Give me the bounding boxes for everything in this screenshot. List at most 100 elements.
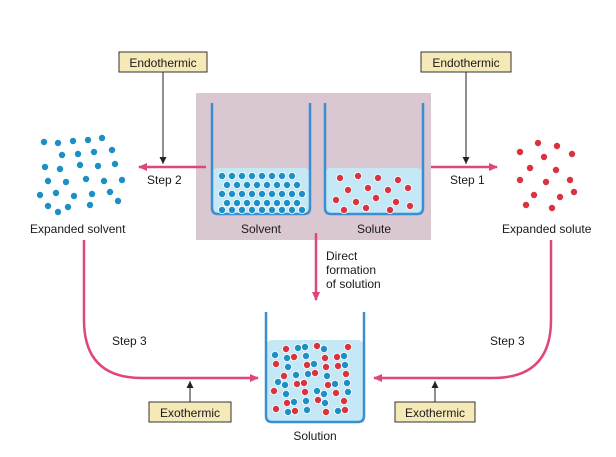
solvent-particle-icon bbox=[343, 387, 352, 396]
expanded-solute-label: Expanded solute bbox=[502, 222, 592, 236]
solvent-particle-icon bbox=[280, 380, 289, 389]
solute-particle-icon bbox=[373, 173, 382, 182]
solvent-particle-icon bbox=[262, 180, 271, 189]
solvent-particle-icon bbox=[70, 191, 79, 200]
solvent-particle-icon bbox=[330, 379, 339, 388]
solute-particle-icon bbox=[568, 149, 577, 158]
solute-particle-icon bbox=[391, 197, 400, 206]
solvent-particle-icon bbox=[114, 196, 123, 205]
solute-particle-icon bbox=[552, 165, 561, 174]
solvent-particle-icon bbox=[301, 396, 310, 405]
solute-particle-icon bbox=[323, 380, 332, 389]
solute-particle-icon bbox=[333, 361, 342, 370]
pure-components-panel bbox=[196, 93, 431, 240]
solvent-particle-icon bbox=[257, 205, 266, 214]
solvent-particle-icon bbox=[293, 343, 302, 352]
solute-particle-icon bbox=[332, 352, 341, 361]
solvent-particle-icon bbox=[36, 190, 45, 199]
solvent-particle-icon bbox=[281, 389, 290, 398]
solute-particle-icon bbox=[302, 360, 311, 369]
solute-particle-icon bbox=[363, 183, 372, 192]
solvent-particle-icon bbox=[257, 189, 266, 198]
solute-particle-icon bbox=[385, 205, 394, 214]
solvent-particle-icon bbox=[100, 176, 109, 185]
solvent-particle-icon bbox=[291, 370, 300, 379]
step1-label: Step 1 bbox=[450, 173, 485, 187]
solvent-particle-icon bbox=[301, 351, 310, 360]
solvent-particle-icon bbox=[90, 147, 99, 156]
solvent-particle-icon bbox=[267, 189, 276, 198]
solvent-particle-icon bbox=[277, 189, 286, 198]
solute-particle-icon bbox=[331, 195, 340, 204]
solvent-particle-icon bbox=[283, 407, 292, 416]
solute-particle-icon bbox=[335, 173, 344, 182]
solvent-particle-icon bbox=[267, 205, 276, 214]
solute-particle-icon bbox=[343, 185, 352, 194]
solvent-particle-icon bbox=[64, 202, 73, 211]
solvent-particle-icon bbox=[237, 205, 246, 214]
solvent-particle-icon bbox=[54, 207, 63, 216]
solute-particle-icon bbox=[299, 378, 308, 387]
solvent-particle-icon bbox=[287, 171, 296, 180]
solute-particle-icon bbox=[530, 190, 539, 199]
solute-particle-icon bbox=[393, 175, 402, 184]
solvent-particle-icon bbox=[54, 138, 63, 147]
solvent-particle-icon bbox=[297, 189, 306, 198]
solvent-particle-icon bbox=[74, 149, 83, 158]
exothermic-box-right: Exothermic bbox=[394, 401, 476, 423]
solute-particle-icon bbox=[516, 175, 525, 184]
solute-label: Solute bbox=[357, 222, 391, 236]
solvent-particle-icon bbox=[267, 171, 276, 180]
endothermic-label-left: Endothermic bbox=[129, 56, 196, 70]
solvent-particle-icon bbox=[217, 205, 226, 214]
solute-particle-icon bbox=[341, 369, 350, 378]
solvent-particle-icon bbox=[247, 189, 256, 198]
solvent-particle-icon bbox=[237, 171, 246, 180]
solution-label: Solution bbox=[293, 429, 336, 443]
direct-label-line2: formation bbox=[326, 263, 376, 277]
solute-particle-icon bbox=[556, 192, 565, 201]
solvent-particle-icon bbox=[300, 342, 309, 351]
solvent-particle-icon bbox=[232, 198, 241, 207]
solute-particle-icon bbox=[361, 203, 370, 212]
solute-particle-icon bbox=[343, 342, 352, 351]
solvent-particle-icon bbox=[222, 198, 231, 207]
solvent-particle-icon bbox=[257, 171, 266, 180]
exothermic-label-left: Exothermic bbox=[160, 406, 220, 420]
solute-particle-icon bbox=[292, 379, 301, 388]
solvent-particle-icon bbox=[309, 359, 318, 368]
expanded-solvent-label: Expanded solvent bbox=[30, 222, 126, 236]
solute-particle-icon bbox=[526, 163, 535, 172]
solvent-particle-icon bbox=[84, 135, 93, 144]
exothermic-box-left: Exothermic bbox=[148, 401, 232, 423]
solvent-particle-icon bbox=[252, 198, 261, 207]
solute-particle-icon bbox=[269, 386, 278, 395]
solvent-particle-icon bbox=[232, 180, 241, 189]
solvent-particle-icon bbox=[62, 177, 71, 186]
solute-particle-icon bbox=[516, 147, 525, 156]
solute-particle-icon bbox=[281, 344, 290, 353]
solvent-particle-icon bbox=[289, 397, 298, 406]
solvent-particle-icon bbox=[277, 171, 286, 180]
solute-particle-icon bbox=[279, 371, 288, 380]
solvent-particle-icon bbox=[106, 187, 115, 196]
solvent-particle-icon bbox=[333, 406, 342, 415]
solute-particle-icon bbox=[312, 341, 321, 350]
solvent-particle-icon bbox=[292, 180, 301, 189]
solute-particle-icon bbox=[289, 352, 298, 361]
solvent-particle-icon bbox=[82, 174, 91, 183]
solvent-particle-icon bbox=[277, 205, 286, 214]
solvent-particle-icon bbox=[227, 189, 236, 198]
solvent-particle-icon bbox=[319, 344, 328, 353]
solvent-particle-icon bbox=[339, 351, 348, 360]
solvent-particle-icon bbox=[270, 350, 279, 359]
solute-particle-icon bbox=[534, 138, 543, 147]
solvent-particle-icon bbox=[98, 133, 107, 142]
solvent-particle-icon bbox=[69, 136, 78, 145]
solvent-particle-icon bbox=[222, 180, 231, 189]
solute-particle-icon bbox=[282, 398, 291, 407]
solute-particle-icon bbox=[321, 362, 330, 371]
solvent-beaker bbox=[210, 103, 312, 216]
solute-particle-icon bbox=[290, 406, 299, 415]
solvent-particle-icon bbox=[322, 371, 331, 380]
